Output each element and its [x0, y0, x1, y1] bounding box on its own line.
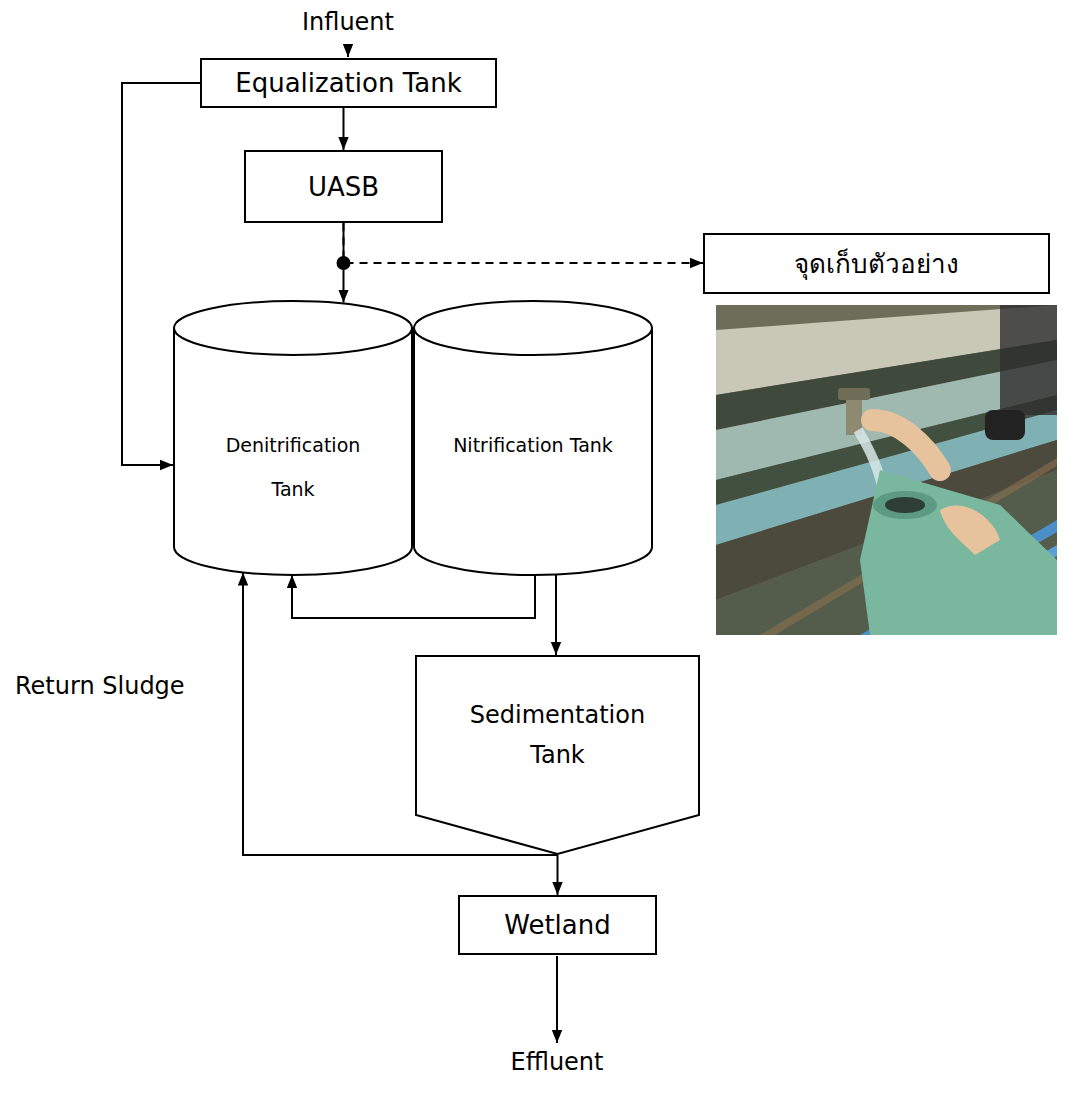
node-label: Wetland	[504, 910, 611, 940]
node-label: Sedimentation Tank	[448, 695, 668, 775]
flow-connector	[292, 575, 535, 618]
flow-connector	[337, 223, 704, 270]
sedimentation-tank: Sedimentation Tank	[415, 655, 700, 855]
node-label: Nitrification Tank	[453, 423, 613, 467]
node-label: Denitrification Tank	[206, 423, 381, 511]
influent-arrow	[347, 44, 349, 57]
process-box: Equalization Tank	[200, 58, 497, 108]
effluent-arrow	[556, 956, 558, 1043]
node-label: Equalization Tank	[235, 68, 461, 98]
flow-label: Effluent	[511, 1048, 604, 1076]
process-box: Wetland	[458, 895, 657, 955]
process-box: UASB	[244, 150, 443, 223]
flow-connector	[556, 575, 557, 656]
node-label: UASB	[308, 172, 379, 202]
flow-connector	[343, 108, 344, 150]
connector-line	[344, 223, 704, 263]
tank-cylinder: Denitrification Tank	[173, 300, 413, 575]
node-label: จุดเก็บตัวอย่าง	[794, 243, 959, 284]
connector-line	[555, 575, 557, 656]
connector-line	[557, 855, 559, 895]
junction-dot	[337, 256, 351, 270]
connector-line	[343, 108, 345, 150]
text-holder: Nitrification Tank	[413, 423, 653, 467]
flow-label: Influent	[302, 8, 394, 36]
connector-label: Return Sludge	[15, 672, 185, 700]
connector-line	[292, 575, 535, 618]
text-holder: Sedimentation Tank	[415, 695, 700, 775]
sampling-photo	[716, 305, 1057, 635]
flow-connector	[557, 855, 558, 895]
tank-cylinder: Nitrification Tank	[413, 300, 653, 575]
text-holder: Denitrification Tank	[173, 423, 413, 511]
callout-box: จุดเก็บตัวอย่าง	[703, 233, 1050, 294]
